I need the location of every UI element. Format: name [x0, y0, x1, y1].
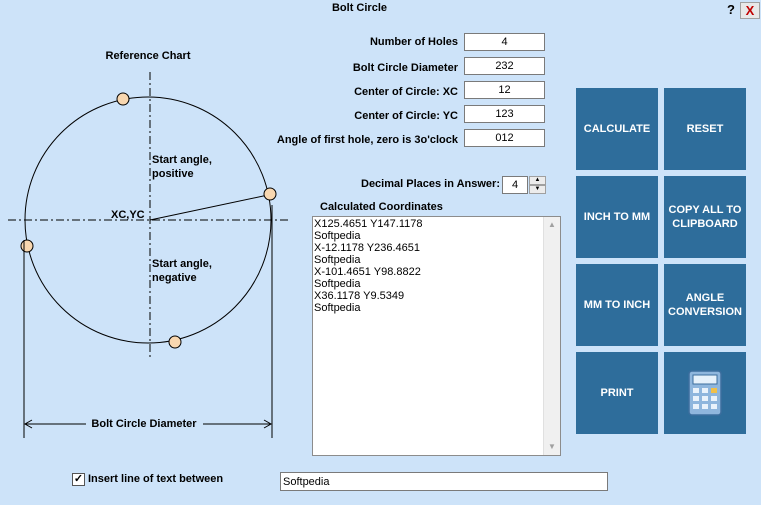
- decimal-value[interactable]: 4: [502, 176, 528, 194]
- help-button[interactable]: ?: [727, 2, 735, 17]
- decimal-down-arrow-icon[interactable]: ▼: [529, 185, 546, 194]
- chart-title: Reference Chart: [106, 50, 191, 62]
- diameter-dimension-label: Bolt Circle Diameter: [91, 418, 197, 430]
- insert-line-checkbox[interactable]: ✓: [72, 473, 85, 486]
- scroll-up-icon[interactable]: ▲: [548, 220, 556, 229]
- start-positive-label-1: Start angle,: [152, 154, 212, 166]
- calculate-button[interactable]: CALCULATE: [576, 88, 658, 170]
- dimension-arrow-right: [263, 419, 273, 429]
- yc-input[interactable]: [464, 105, 545, 123]
- dimension-arrow-left: [23, 419, 33, 429]
- angle-conversion-button[interactable]: ANGLE CONVERSION: [664, 264, 746, 346]
- scroll-down-icon[interactable]: ▼: [548, 442, 556, 451]
- inch-to-mm-button[interactable]: INCH TO MM: [576, 176, 658, 258]
- start-negative-label-2: negative: [152, 272, 197, 284]
- diameter-label: Bolt Circle Diameter: [352, 62, 458, 74]
- angle-label: Angle of first hole, zero is 3o'clock: [276, 134, 458, 146]
- result-line: Softpedia: [314, 230, 361, 242]
- angle-label-line-2: CONVERSION: [668, 306, 742, 318]
- result-line: X36.1178 Y9.5349: [314, 290, 405, 302]
- result-line: X-101.4651 Y98.8822: [314, 266, 421, 278]
- diameter-input[interactable]: [464, 57, 545, 75]
- results-label: Calculated Coordinates: [320, 201, 443, 213]
- window-title: Bolt Circle: [331, 2, 387, 14]
- copy-to-clipboard-button[interactable]: COPY ALL TO CLIPBOARD: [664, 176, 746, 258]
- hole-marker: [20, 239, 34, 253]
- center-label: XC,YC: [111, 209, 145, 221]
- hole-marker: [168, 335, 182, 349]
- yc-label: Center of Circle: YC: [354, 110, 458, 122]
- decimal-stepper[interactable]: 4 ▲ ▼: [502, 176, 546, 194]
- start-positive-label-2: positive: [152, 168, 194, 180]
- close-button[interactable]: X: [740, 2, 760, 19]
- xc-label: Center of Circle: XC: [354, 86, 458, 98]
- reset-button[interactable]: RESET: [664, 88, 746, 170]
- result-line: Softpedia: [314, 254, 361, 266]
- reference-chart: Reference Chart Start angle, positive XC…: [8, 50, 290, 438]
- decimal-up-arrow-icon[interactable]: ▲: [529, 176, 546, 185]
- copy-label-line-1: COPY ALL TO: [668, 204, 742, 216]
- xc-input[interactable]: [464, 81, 545, 99]
- start-negative-label-1: Start angle,: [152, 258, 212, 270]
- mm-to-inch-button[interactable]: MM TO INCH: [576, 264, 658, 346]
- results-textarea[interactable]: X125.4651 Y147.1178 Softpedia X-12.1178 …: [312, 216, 561, 456]
- hole-marker: [116, 92, 130, 106]
- insert-line-label: Insert line of text between: [88, 473, 224, 485]
- copy-label-line-2: CLIPBOARD: [672, 218, 738, 230]
- hole-marker: [263, 187, 277, 201]
- calculator-icon: [688, 370, 722, 416]
- decimal-label: Decimal Places in Answer:: [361, 178, 500, 190]
- bolt-circle: [24, 96, 272, 344]
- print-button[interactable]: PRINT: [576, 352, 658, 434]
- calculator-button[interactable]: [664, 352, 746, 434]
- insert-text-input[interactable]: [280, 472, 608, 491]
- holes-label: Number of Holes: [369, 36, 458, 48]
- holes-input[interactable]: [464, 33, 545, 51]
- radius-line: [149, 194, 269, 221]
- result-line: Softpedia: [314, 302, 361, 314]
- result-line: X125.4651 Y147.1178: [314, 218, 423, 230]
- results-scrollbar[interactable]: ▲ ▼: [543, 217, 560, 455]
- angle-input[interactable]: [464, 129, 545, 147]
- results-lines: X125.4651 Y147.1178 Softpedia X-12.1178 …: [314, 218, 543, 454]
- angle-label-line-1: ANGLE: [685, 292, 725, 304]
- result-line: Softpedia: [314, 278, 361, 290]
- result-line: X-12.1178 Y236.4651: [314, 242, 421, 254]
